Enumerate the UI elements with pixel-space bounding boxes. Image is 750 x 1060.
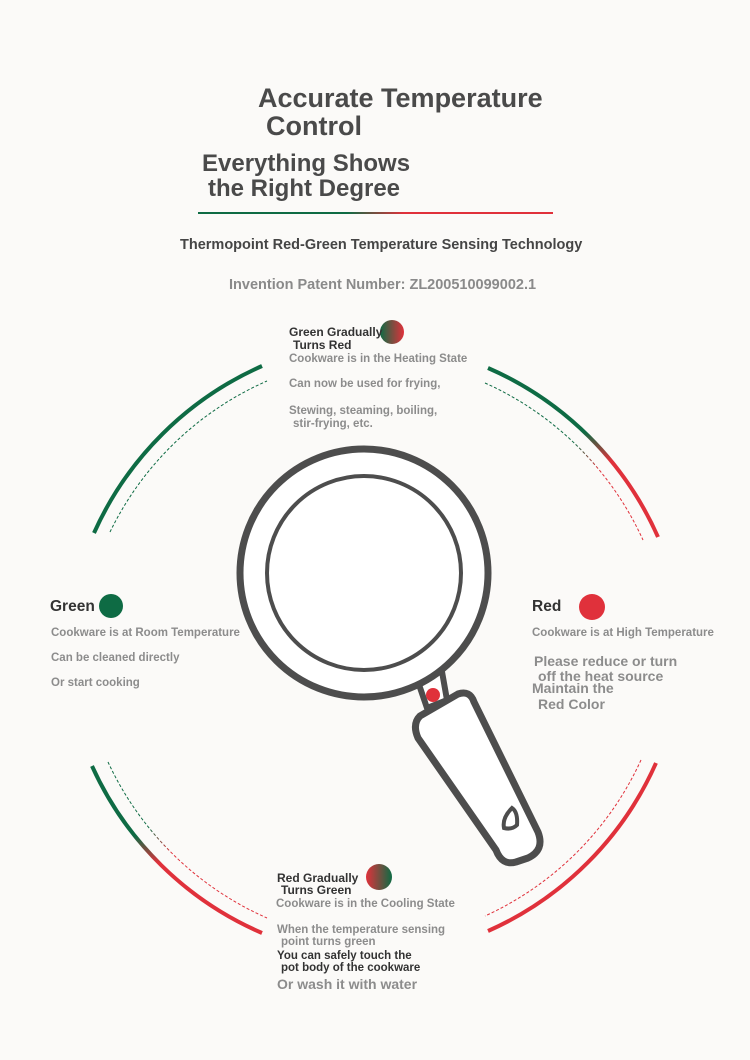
red-state: Cookware is at High Temperature (532, 627, 714, 639)
header-divider (198, 212, 553, 214)
green-title: Green (50, 598, 95, 615)
page-subtitle-line1: Everything Shows (202, 150, 411, 177)
arc-bottom-left (90, 765, 263, 935)
red-line3: Maintain the (532, 680, 614, 696)
page-title-line1: Accurate Temperature (258, 83, 543, 113)
heating-title-line2: Turns Red (293, 338, 352, 352)
patent-number: Invention Patent Number: ZL200510099002.… (229, 277, 537, 293)
red-title: Red (532, 598, 562, 615)
green-state: Cookware is at Room Temperature (51, 627, 240, 639)
green-line2: Or start cooking (51, 677, 140, 689)
heating-line1: Can now be used for frying, (289, 378, 441, 390)
pan-handle-hole-icon (501, 805, 520, 831)
arc-bottom-right (487, 762, 658, 933)
heating-line2: Stewing, steaming, boiling, (289, 405, 438, 417)
cooling-line2: point turns green (281, 936, 376, 948)
arc-top-left (92, 364, 263, 534)
red-indicator-dot (579, 594, 605, 620)
cooling-title-line2: Turns Green (281, 883, 352, 897)
arc-bottom-right-dashed (484, 759, 642, 917)
temperature-sensing-point (426, 688, 440, 702)
technology-label: Thermopoint Red-Green Temperature Sensin… (180, 237, 583, 253)
green-line1: Can be cleaned directly (51, 652, 180, 664)
cooling-line3: You can safely touch the (277, 950, 412, 962)
green-indicator-dot (99, 594, 123, 618)
cooling-line4: pot body of the cookware (281, 962, 421, 974)
arc-top-left-dashed (109, 380, 268, 533)
cooling-title-line1: Red Gradually (277, 871, 359, 885)
pan-handle (411, 689, 544, 867)
red-line1: Please reduce or turn (534, 653, 678, 669)
cooling-line5: Or wash it with water (277, 976, 418, 992)
arc-top-right (487, 366, 660, 538)
heating-line3: stir-frying, etc. (293, 418, 373, 430)
cooling-state: Cookware is in the Cooling State (276, 898, 455, 910)
arc-top-right-dashed (484, 382, 644, 541)
heating-title-line1: Green Gradually (289, 325, 383, 339)
heating-state: Cookware is in the Heating State (289, 353, 468, 365)
page-title-line2: Control (266, 111, 362, 141)
red-line4: Red Color (538, 696, 605, 712)
page-subtitle-line2: the Right Degree (208, 175, 401, 202)
pan-inner-rim (265, 474, 463, 672)
red-line2: off the heat source (538, 668, 664, 684)
cooling-line1: When the temperature sensing (277, 924, 446, 936)
heating-indicator-dot (380, 320, 404, 344)
arc-bottom-left-dashed (107, 761, 268, 919)
cooling-indicator-dot (366, 864, 392, 890)
